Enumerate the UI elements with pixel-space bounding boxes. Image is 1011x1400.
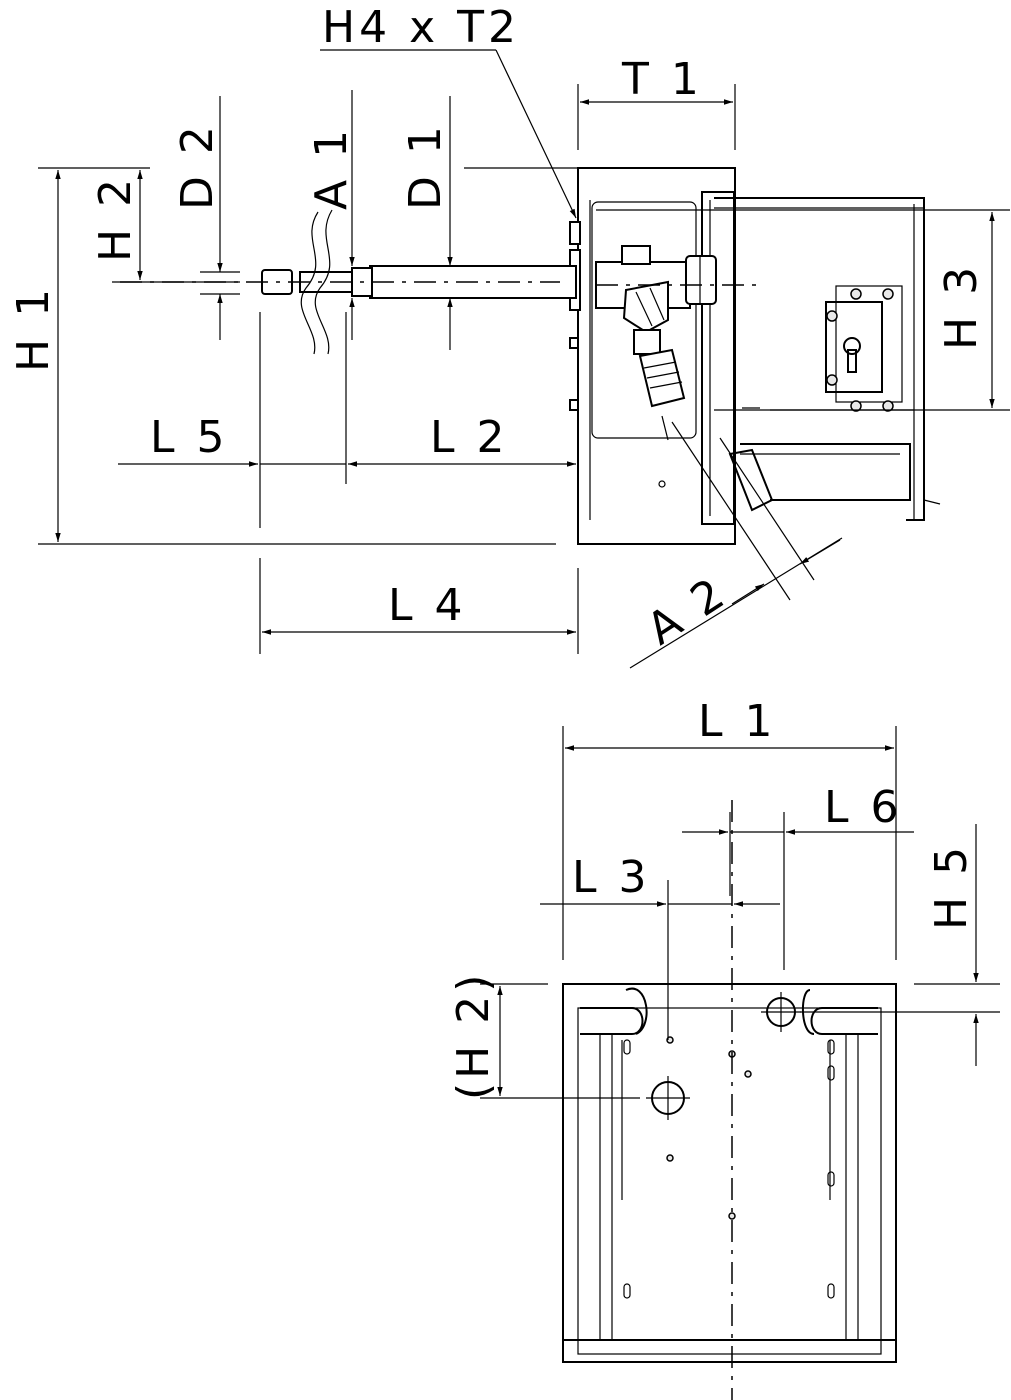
label-l6: L 6: [824, 782, 903, 833]
label-h4-t2: H4 x T2: [322, 2, 520, 53]
label-l1: L 1: [698, 696, 777, 747]
keyhole-icon: [843, 337, 861, 373]
label-l3: L 3: [572, 852, 651, 903]
door-frame: [701, 191, 735, 525]
label-d1: D 1: [400, 122, 451, 210]
label-h3: H 3: [936, 263, 987, 350]
front-housing: [562, 983, 897, 1363]
door-wing: [714, 197, 925, 521]
label-h5: H 5: [926, 843, 977, 930]
label-l4: L 4: [388, 580, 467, 631]
front-view: [480, 726, 1000, 1400]
label-d2: D 2: [172, 122, 223, 210]
label-h2-ref: (H 2): [448, 971, 499, 1100]
label-h1: H 1: [8, 285, 59, 372]
side-view: [38, 49, 1010, 669]
label-a2: A 2: [638, 567, 736, 656]
label-l5: L 5: [150, 412, 229, 463]
label-a1: A 1: [306, 126, 357, 210]
label-l2: L 2: [430, 412, 509, 463]
label-h2: H 2: [90, 175, 141, 262]
label-t1: T 1: [621, 54, 703, 105]
lock-plate: [825, 301, 883, 393]
outlet-nozzle: [638, 348, 686, 408]
